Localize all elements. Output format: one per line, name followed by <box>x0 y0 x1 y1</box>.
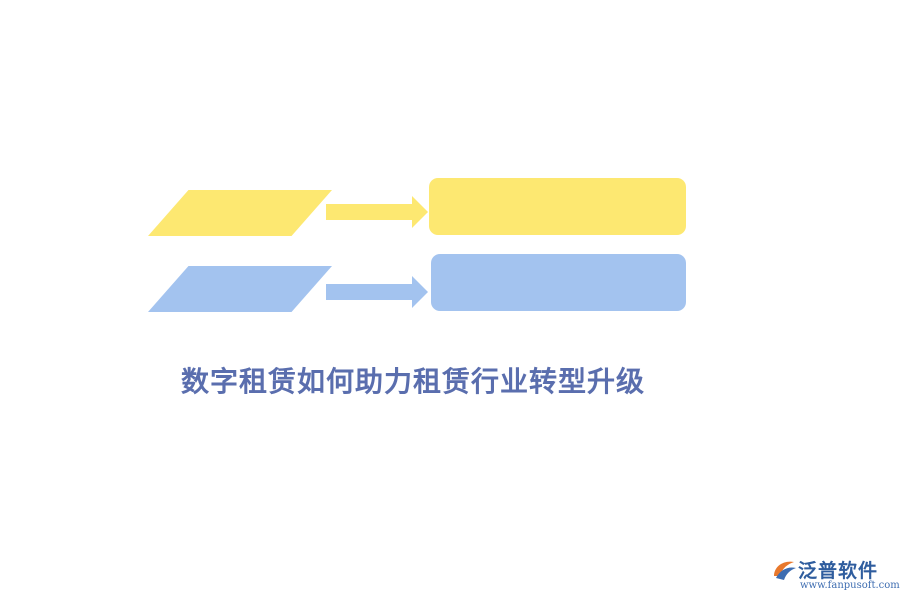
fanpu-logo-icon <box>774 561 796 580</box>
blue-arrow <box>326 276 428 308</box>
yellow-arrow <box>326 196 428 228</box>
blue-box <box>431 254 686 311</box>
brand-name: 泛普软件 <box>798 560 879 582</box>
brand-url: www.fanpusoft.com <box>800 580 900 591</box>
yellow-box <box>429 178 686 235</box>
yellow-parallelogram <box>148 190 332 236</box>
brand-watermark: 泛普软件 www.fanpusoft.com <box>770 556 900 596</box>
diagram-title: 数字租赁如何助力租赁行业转型升级 <box>180 365 645 398</box>
blue-parallelogram <box>148 266 332 312</box>
